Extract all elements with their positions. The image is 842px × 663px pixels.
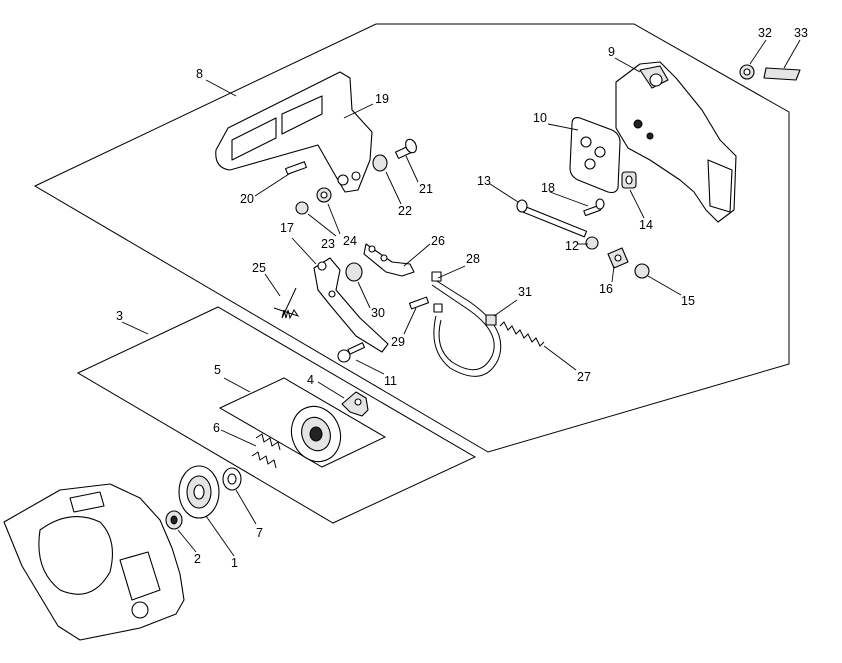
callout-29: 29 <box>391 335 405 349</box>
callout-8: 8 <box>196 67 203 81</box>
part-bushing-30 <box>345 262 363 282</box>
part-plate-10 <box>569 117 621 194</box>
callout-22: 22 <box>398 204 412 218</box>
callout-5: 5 <box>214 363 221 377</box>
part-block-31 <box>485 314 497 326</box>
callout-16: 16 <box>599 282 613 296</box>
part-nut-32 <box>739 64 755 80</box>
group-8-boundary <box>33 23 790 453</box>
callout-15: 15 <box>681 294 695 308</box>
part-nut-12 <box>585 236 599 250</box>
part-bolt-13 <box>516 199 588 238</box>
leader-lines <box>121 39 801 557</box>
part-pin-29 <box>408 296 430 310</box>
callout-13: 13 <box>477 174 491 188</box>
part-spring-25 <box>273 287 300 320</box>
part-nut-24 <box>316 187 332 203</box>
callout-labels: 1 2 3 4 5 6 7 8 9 10 11 12 13 14 15 16 1… <box>116 26 808 570</box>
callout-31: 31 <box>518 285 532 299</box>
callout-33: 33 <box>794 26 808 40</box>
callout-17: 17 <box>280 221 294 235</box>
callout-26: 26 <box>431 234 445 248</box>
part-screw-18 <box>583 198 605 217</box>
callout-19: 19 <box>375 92 389 106</box>
callout-7: 7 <box>256 526 263 540</box>
part-block-16 <box>607 247 629 269</box>
part-adjuster-14 <box>621 171 637 189</box>
callout-10: 10 <box>533 111 547 125</box>
callout-9: 9 <box>608 45 615 59</box>
callout-21: 21 <box>419 182 433 196</box>
group-3-boundary <box>76 306 477 524</box>
part-clutch-5 <box>290 405 342 463</box>
callout-14: 14 <box>639 218 653 232</box>
part-collar-22 <box>372 154 388 172</box>
part-link-26 <box>363 243 415 277</box>
callout-32: 32 <box>758 26 772 40</box>
callout-12: 12 <box>565 239 579 253</box>
part-nut-23 <box>295 201 309 215</box>
callout-30: 30 <box>371 306 385 320</box>
callout-3: 3 <box>116 309 123 323</box>
callout-20: 20 <box>240 192 254 206</box>
part-pin-20 <box>285 161 307 175</box>
part-springs-6 <box>251 433 281 469</box>
callout-27: 27 <box>577 370 591 384</box>
part-nut-15 <box>634 263 650 279</box>
part-label-33 <box>763 67 801 81</box>
group-5-boundary <box>218 377 387 468</box>
callout-2: 2 <box>194 552 201 566</box>
callout-6: 6 <box>213 421 220 435</box>
callout-24: 24 <box>343 234 357 248</box>
part-spring-27 <box>499 321 545 347</box>
callout-28: 28 <box>466 252 480 266</box>
part-washer-7 <box>222 467 242 491</box>
part-guide-plate <box>215 71 373 193</box>
callout-23: 23 <box>321 237 335 251</box>
callout-1: 1 <box>231 556 238 570</box>
part-crankcase <box>3 483 185 641</box>
part-sprocket-cover-9 <box>615 61 737 223</box>
part-clutch-drum-1 <box>178 465 220 519</box>
callout-4: 4 <box>307 373 314 387</box>
part-bearing-2 <box>165 510 183 530</box>
part-screw-11 <box>337 342 366 363</box>
callout-18: 18 <box>541 181 555 195</box>
callout-11: 11 <box>384 374 397 388</box>
part-bolt-21 <box>395 138 417 159</box>
callout-25: 25 <box>252 261 266 275</box>
part-shoe-4 <box>341 391 369 417</box>
part-brake-lever-17 <box>313 257 389 353</box>
